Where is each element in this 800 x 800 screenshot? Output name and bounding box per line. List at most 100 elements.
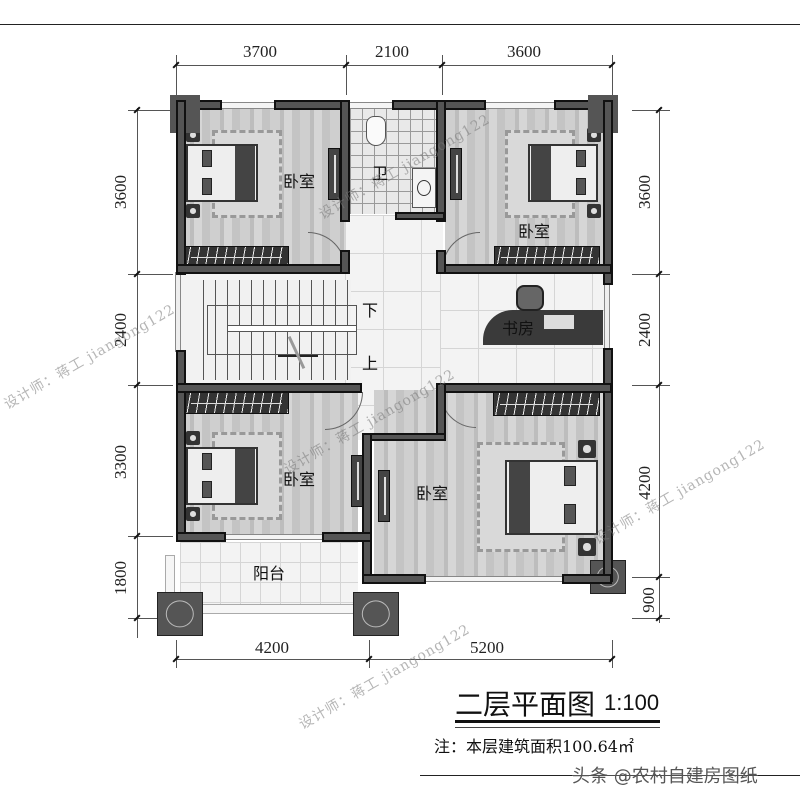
wall [176,532,226,542]
extension-line [128,110,173,111]
dimension-top-2: 2100 [375,42,409,61]
pillow [564,504,576,524]
pillow [202,453,212,470]
tv-cabinet [450,148,462,200]
bottom-dimension-line [176,659,612,660]
bedroom-top-right-label: 卧室 [518,222,551,241]
bed-cover [235,449,255,503]
extension-line [128,618,173,619]
title-underline-thin [455,727,660,728]
nightstand-lamp [186,204,200,218]
left-dimension-line [137,108,138,638]
wall [176,350,186,540]
wall [322,532,372,542]
wall [436,100,446,222]
window [350,102,392,109]
wall [362,574,426,584]
drawing-scale: 1:100 [604,690,660,715]
nightstand-lamp [186,431,200,445]
wardrobe [184,392,289,414]
window [222,102,274,109]
watermark: 设计师：蒋工 jiangong122 [296,621,474,733]
top-border-line [0,24,800,25]
watermark: 设计师：蒋工 jiangong122 [1,301,179,413]
wall [436,383,612,393]
balcony-column [353,592,399,636]
study-label: 书房 [502,319,535,338]
balcony-column [157,592,203,636]
desk-laptop [544,315,574,329]
dimension-top-1: 3700 [243,42,277,61]
extension-line [128,536,173,537]
stair-down-label: 下 [362,301,379,320]
wall [395,212,445,220]
wall [603,100,613,285]
dimension-left-4: 1800 [111,561,130,595]
bed-cover [531,146,551,200]
extension-line [369,640,370,668]
watermark: 设计师：蒋工 jiangong122 [591,436,769,548]
desk-chair [516,285,544,311]
drawing-title: 二层平面图 [455,688,596,721]
balcony-label: 阳台 [253,564,286,583]
right-dimension-line [659,108,660,623]
area-note: 注：本层建筑面积100.64㎡ [434,737,634,756]
wall [176,383,362,393]
extension-line [632,274,670,275]
dimension-top-3: 3600 [507,42,541,61]
pillow [202,178,212,195]
wall [440,264,612,274]
tv-cabinet [328,148,340,200]
window [486,102,554,109]
study-desk [483,310,603,345]
dimension-right-1: 3600 [635,175,654,209]
wall [436,250,446,274]
stair-up-label: 上 [362,354,379,373]
pillow [564,466,576,486]
nightstand-lamp [587,204,601,218]
wall [340,100,350,222]
bed-cover [235,146,255,200]
bedroom-top-left-label: 卧室 [283,172,316,191]
extension-line [632,385,670,386]
bedroom-bottom-right-label: 卧室 [416,484,449,503]
balcony [180,542,358,604]
pillow [576,178,586,195]
extension-line [442,55,443,95]
extension-line [632,577,670,578]
wall [274,100,350,110]
wall [562,574,612,584]
extension-line [176,640,177,668]
wall [176,100,186,275]
extension-line [632,110,670,111]
extension-line [128,385,173,386]
dimension-left-1: 3600 [111,175,130,209]
bottom-rule-line [420,775,800,776]
pillow [576,150,586,167]
study-window [604,283,610,349]
extension-line [612,640,613,668]
toilet [366,116,386,146]
dimension-right-4: 900 [638,587,658,613]
source-credit: 头条 @农村自建房图纸 [572,762,758,788]
wall [176,264,348,274]
dimension-bottom-1: 4200 [255,638,289,657]
dimension-right-2: 2400 [635,313,654,347]
stair-window [175,272,181,352]
bed-cover [509,462,530,533]
extension-line [632,618,670,619]
wall [362,433,446,441]
basin-bowl [417,180,431,196]
extension-line [176,55,177,95]
tv-cabinet [378,470,390,522]
bathroom-label: 卫 [372,164,389,183]
wardrobe [184,246,289,268]
dimension-left-3: 3300 [111,445,130,479]
extension-line [128,274,173,275]
extension-line [346,55,347,95]
pillow [202,150,212,167]
top-dimension-line [176,65,612,66]
wardrobe [494,246,600,268]
nightstand-lamp [578,440,596,458]
window [426,576,562,582]
